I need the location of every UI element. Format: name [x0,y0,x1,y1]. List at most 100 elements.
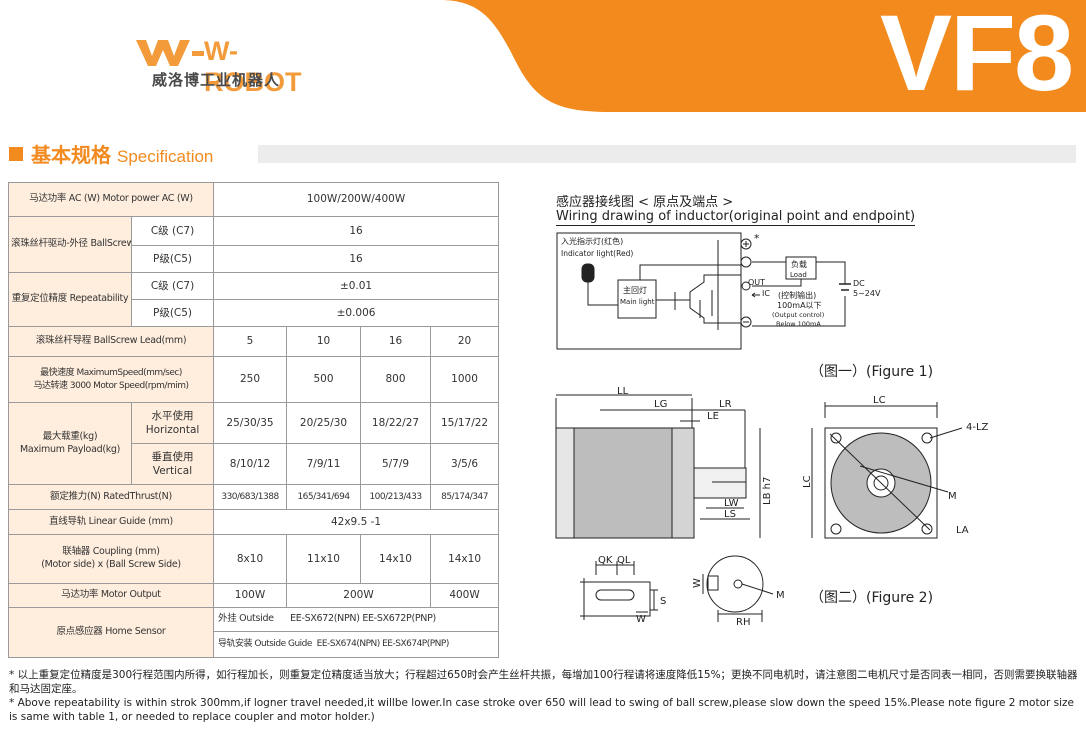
dim-lb: LB h7 [762,477,773,505]
leader-lines [829,427,963,531]
terminal-plus-icon [740,238,752,250]
sensor-outside-label: 外挂 Outside [218,613,274,625]
dim-lg: LG [654,399,667,410]
table-row: 重复定位精度 Repeatability C级 (C7) ±0.01 [8,272,500,327]
sensor-outside: 外挂 Outside EE-SX672(NPN) EE-SX672P(PNP) [213,607,500,632]
sensor-outside-value: EE-SX672(NPN) EE-SX672P(PNP) [290,613,436,625]
horizontal-en: Horizontal [145,424,200,436]
repeatability-label: 重复定位精度 Repeatability [8,272,132,327]
load-cn: 负载 [791,259,807,269]
payload-label-line2: Maximum Payload(kg) [19,443,121,455]
payload-v-value: 8/10/12 [213,443,288,485]
footnote-cn: * 以上重复定位精度是300行程范围内所得，如行程加长，则重复定位精度适当放大；… [9,669,1078,695]
ballscrew-c7: 16 [213,216,500,246]
motor-flange [671,427,695,539]
main-light-cn: 主回灯 [623,285,647,295]
dim-rh: RH [736,617,750,628]
lead-value: 20 [430,326,500,357]
dim-lw: LW [724,498,739,509]
dim-w: W [636,614,646,625]
wire [639,264,741,280]
brand-name: W-ROBOT [204,36,302,97]
table-row: 马达功率 Motor Output 100W 200W 400W [7,583,500,608]
model-title: VF8 [880,0,1074,113]
bolt-hole-icon [830,432,842,444]
dim-la: LA [956,525,969,536]
thrust-value: 165/341/694 [286,484,362,510]
lead-value: 5 [213,326,288,357]
main-light-en: Main light [620,298,655,306]
front-hub [866,468,896,498]
bolt-hole-icon [921,523,933,535]
vertical-cn: 垂直使用 [151,450,194,463]
brand-name-cn: 威洛博工业机器人 [152,71,281,89]
sensor-guide-value: EE-SX674(NPN) EE-SX674P(PNP) [316,639,450,650]
thrust-value: 85/174/347 [430,484,500,510]
motor-power-label: 马达功率 AC (W) Motor power AC (W) [7,182,215,217]
motor-cap [555,427,575,539]
wiring-title: 感应器接线图 < 原点及端点 > [556,195,734,210]
table-row: 最大载重(kg) Maximum Payload(kg) 水平使用 Horizo… [8,402,500,485]
speed-label-line1: 最快速度 MaximumSpeed(mm/sec) [40,368,182,379]
horizontal-label: 水平使用 Horizontal [130,402,215,444]
dc-voltage: 5~24V [853,289,881,298]
figure1-caption: （图一）(Figure 1) [810,364,934,380]
bolt-hole-icon [830,523,842,535]
dimension-s [650,589,658,611]
key-section [707,575,719,591]
speed-label: 最快速度 MaximumSpeed(mm/sec) 马达转速 3000 Moto… [7,356,215,403]
coupling-label-line2: (Motor side) x (Ball Screw Side) [41,559,181,570]
logo-mark-icon [136,40,204,66]
dimension-lc-top [824,402,938,418]
dim-4lz: 4-LZ [966,422,989,433]
payload-v-value: 5/7/9 [360,443,432,485]
table-row: 直线导轨 Linear Guide (mm) 42x9.5 -1 [7,509,500,535]
front-shaft-icon [873,475,889,491]
wire [689,300,741,324]
load-box [785,256,817,280]
coupling-value: 14x10 [430,534,500,584]
payload-h-value: 15/17/22 [430,402,500,444]
thrust-value: 100/213/433 [360,484,432,510]
figure2-caption: （图二）(Figure 2) [810,590,934,606]
ballscrew-label: 滚珠丝杆驱动-外径 BallScrewØ [8,216,132,273]
dc-label: DC [853,279,865,288]
figure1-front-view: LC LC 4-LZ M LA [802,395,989,539]
payload-v-value: 3/5/6 [430,443,500,485]
coupling-value: 11x10 [286,534,362,584]
figure2-drawing: QK QL S W M W RH [580,555,785,628]
section-marker [9,147,23,161]
guide-label: 直线导轨 Linear Guide (mm) [7,509,215,535]
lead-value: 10 [286,326,362,357]
speed-value: 500 [286,356,362,403]
payload-h-value: 25/30/35 [213,402,288,444]
repeatability-c5: ±0.006 [213,299,500,327]
sensor-guide-label: 导轨安装 Outside Guide [218,639,312,650]
grade-c5: P级(C5) [130,299,215,327]
table-row: 额定推力(N) RatedThrust(N) 330/683/1388 165/… [7,484,500,510]
table-row: 最快速度 MaximumSpeed(mm/sec) 马达转速 3000 Moto… [7,356,500,403]
speed-value: 800 [360,356,432,403]
table-row: 马达功率 AC (W) Motor power AC (W) 100W/200W… [7,182,500,217]
dim-m2: M [776,590,785,601]
coupling-label-line1: 联轴器 Coupling (mm) [62,546,160,558]
control-below: Below 100mA [776,320,821,328]
vertical-label: 垂直使用 Vertical [130,443,215,485]
shaft-section [706,555,764,613]
sensor-label: 原点感应器 Home Sensor [7,607,215,658]
front-body [830,432,932,534]
wire [587,282,618,306]
lead-value: 16 [360,326,432,357]
table-row: 原点感应器 Home Sensor 外挂 Outside EE-SX672(NP… [7,607,500,658]
table-row: 垂直使用 Vertical 8/10/12 7/9/11 5/7/9 3/5/6 [9,443,500,485]
grade-c7: C级 (C7) [130,272,215,300]
dimension-qk-ql [595,561,635,575]
wiring-star: * [754,232,760,245]
coupling-label: 联轴器 Coupling (mm) (Motor side) x (Ball S… [7,534,215,584]
dim-ll: LL [617,386,629,397]
shaft-profile [580,578,651,620]
dim-le: LE [707,411,719,422]
terminal-plus-mark [743,241,749,247]
dimension-rh [717,610,763,622]
